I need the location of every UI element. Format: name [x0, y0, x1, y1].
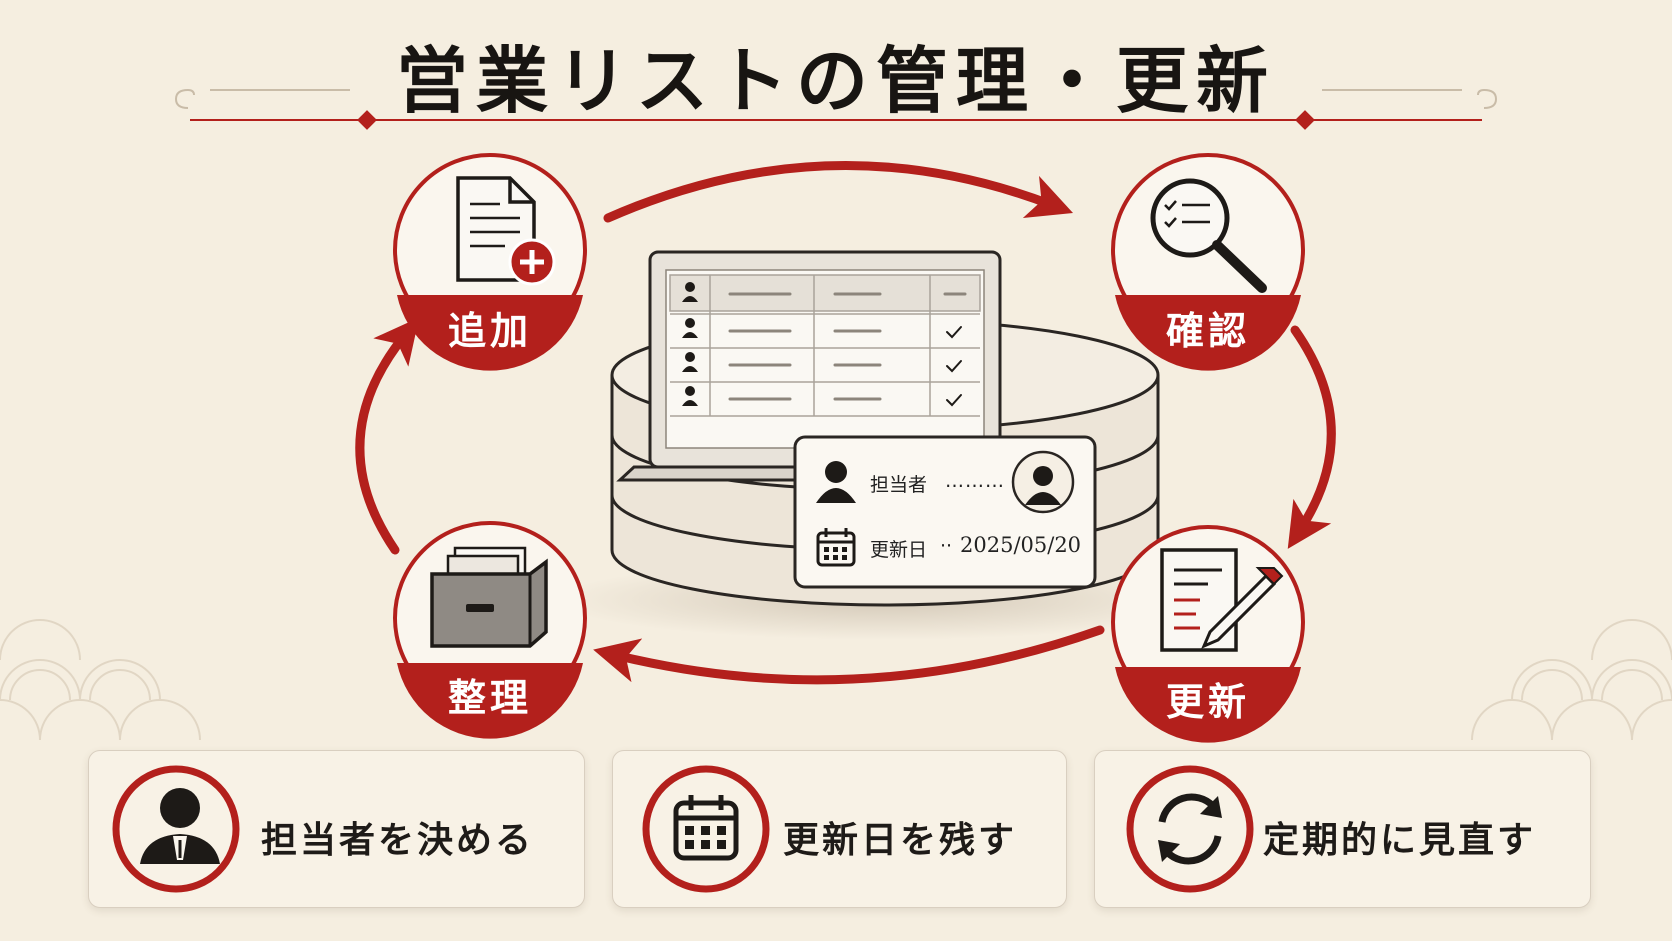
record-card — [793, 435, 1097, 589]
node-update — [1111, 525, 1305, 743]
cycle-label-add: 追加 — [447, 309, 532, 353]
cycle-label-organize: 整理 — [447, 676, 532, 720]
arrow-update-to-organize — [593, 625, 1105, 685]
wave-pattern-right — [1471, 619, 1672, 741]
cycle-arrows — [355, 161, 1336, 685]
card-date-leader: ·· — [940, 535, 953, 557]
card-date-value: 2025/05/20 — [960, 533, 1082, 557]
card-owner-leader: ……… — [945, 470, 1005, 492]
card-date-label: 更新日 — [870, 539, 928, 561]
refresh-cycle-icon — [1126, 765, 1254, 893]
page-title: 営業リストの管理・更新 — [395, 38, 1276, 123]
document-add-icon — [456, 176, 556, 286]
title-divider — [174, 88, 1498, 130]
magnifier-checklist-icon — [1150, 178, 1267, 293]
arrow-check-to-update — [1287, 325, 1336, 549]
node-add — [393, 153, 587, 371]
node-organize — [393, 521, 587, 739]
arrow-organize-to-add — [355, 317, 420, 555]
arrow-add-to-check — [603, 161, 1074, 223]
card-calendar-icon — [816, 528, 856, 567]
card-owner-label: 担当者 — [870, 474, 928, 496]
wave-pattern-left — [0, 619, 201, 741]
businessman-icon — [112, 765, 240, 893]
node-check — [1111, 153, 1305, 371]
document-edit-icon — [1160, 548, 1284, 652]
file-box-icon — [430, 546, 548, 648]
cycle-label-update: 更新 — [1165, 680, 1250, 724]
cycle-label-check: 確認 — [1165, 309, 1250, 353]
calendar-icon — [642, 765, 770, 893]
